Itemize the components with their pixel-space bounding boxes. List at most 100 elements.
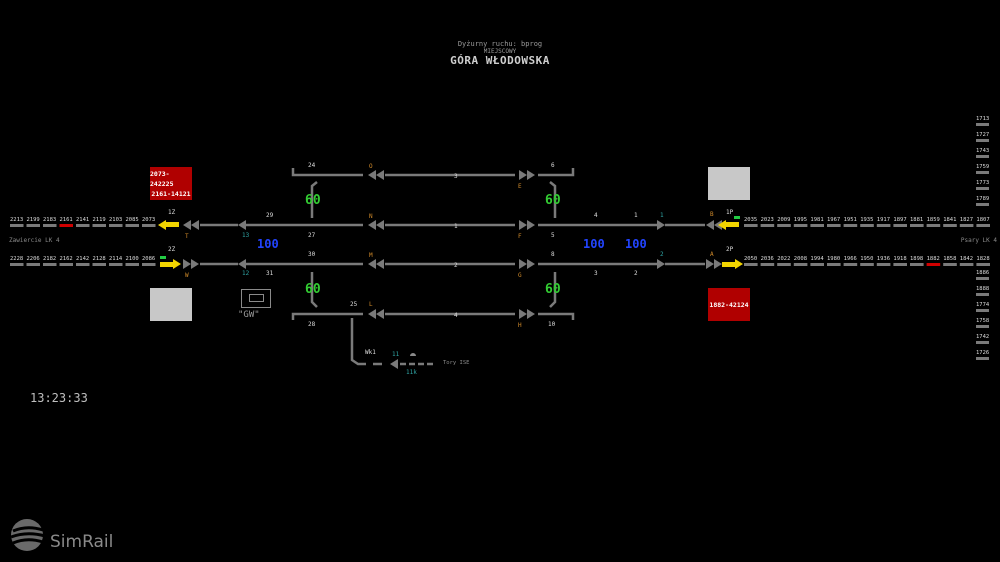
block-section[interactable]: [744, 224, 758, 227]
block-section[interactable]: [976, 171, 989, 174]
block-section[interactable]: [92, 224, 107, 227]
signal-yellow-arrow-icon[interactable]: [735, 259, 743, 269]
block-section[interactable]: [59, 224, 74, 227]
signal-green-bar[interactable]: [734, 216, 740, 219]
block-section[interactable]: [760, 224, 775, 227]
block-section[interactable]: [926, 224, 941, 227]
signal-yellow-bar[interactable]: [722, 262, 735, 267]
point-2[interactable]: 2: [634, 270, 638, 277]
block-section[interactable]: [59, 263, 74, 266]
point-28[interactable]: 28: [308, 321, 316, 328]
block-section[interactable]: [142, 263, 156, 266]
block-section[interactable]: [976, 293, 989, 296]
train-box-bottom-right[interactable]: 1882-42124: [708, 288, 750, 321]
signal-yellow-arrow-icon[interactable]: [158, 220, 166, 230]
block-section[interactable]: [976, 123, 989, 126]
empty-train-box-bottom-left[interactable]: [150, 288, 192, 321]
crossover[interactable]: [549, 272, 557, 308]
signal-12[interactable]: 12: [242, 270, 250, 277]
block-section[interactable]: [793, 224, 808, 227]
block-section[interactable]: [959, 224, 974, 227]
crossover[interactable]: [310, 272, 318, 308]
block-section[interactable]: [26, 263, 41, 266]
point-5[interactable]: 5: [551, 232, 555, 239]
block-section[interactable]: [943, 263, 957, 266]
signal-1[interactable]: 1: [660, 212, 664, 219]
block-section[interactable]: [893, 224, 907, 227]
block-section[interactable]: [125, 263, 140, 266]
siding-signal-11[interactable]: 11: [392, 351, 400, 358]
point-25[interactable]: 25: [350, 301, 358, 308]
block-section[interactable]: [10, 224, 24, 227]
block-section[interactable]: [43, 263, 57, 266]
block-section[interactable]: [876, 224, 891, 227]
block-section[interactable]: [76, 263, 90, 266]
block-section[interactable]: [810, 224, 824, 227]
point-30[interactable]: 30: [308, 251, 316, 258]
block-section[interactable]: [43, 224, 57, 227]
block-section[interactable]: [777, 224, 791, 227]
signal-13[interactable]: 13: [242, 232, 250, 239]
block-section[interactable]: [976, 155, 989, 158]
crossover[interactable]: [549, 181, 557, 218]
block-section[interactable]: [26, 224, 41, 227]
signal-yellow-bar[interactable]: [726, 222, 739, 227]
point-1[interactable]: 1: [634, 212, 638, 219]
block-section[interactable]: [976, 277, 989, 280]
point-31[interactable]: 31: [266, 270, 274, 277]
block-section[interactable]: [125, 224, 140, 227]
signal-yellow-bar[interactable]: [166, 222, 179, 227]
block-section[interactable]: [142, 224, 156, 227]
point-6[interactable]: 6: [551, 162, 555, 169]
point-4[interactable]: 4: [594, 212, 598, 219]
block-section[interactable]: [959, 263, 974, 266]
block-section[interactable]: [976, 357, 989, 360]
signal-yellow-arrow-icon[interactable]: [718, 220, 726, 230]
block-section[interactable]: [76, 224, 90, 227]
block-section[interactable]: [976, 187, 989, 190]
block-section[interactable]: [760, 263, 775, 266]
block-section[interactable]: [860, 263, 874, 266]
block-section[interactable]: [976, 139, 989, 142]
signal-2[interactable]: 2: [660, 251, 664, 258]
block-section[interactable]: [910, 263, 924, 266]
point-8[interactable]: 8: [551, 251, 555, 258]
block-section[interactable]: [976, 341, 989, 344]
block-section[interactable]: [92, 263, 107, 266]
block-section[interactable]: [893, 263, 907, 266]
track-segment[interactable]: [538, 168, 575, 177]
block-section[interactable]: [793, 263, 808, 266]
block-section[interactable]: [109, 263, 123, 266]
block-section[interactable]: [827, 224, 841, 227]
point-3[interactable]: 3: [594, 270, 598, 277]
point-27[interactable]: 27: [308, 232, 316, 239]
signal-yellow-bar[interactable]: [160, 262, 173, 267]
block-section[interactable]: [910, 224, 924, 227]
block-section[interactable]: [827, 263, 841, 266]
empty-train-box-top-right[interactable]: [708, 167, 750, 200]
signal-yellow-arrow-icon[interactable]: [173, 259, 181, 269]
block-section[interactable]: [876, 263, 891, 266]
block-section[interactable]: [976, 224, 990, 227]
block-section[interactable]: [926, 263, 941, 266]
block-section[interactable]: [976, 203, 989, 206]
block-section[interactable]: [976, 309, 989, 312]
siding-track[interactable]: [350, 318, 366, 366]
block-section[interactable]: [744, 263, 758, 266]
point-24[interactable]: 24: [308, 162, 316, 169]
block-section[interactable]: [810, 263, 824, 266]
track-segment[interactable]: [291, 168, 363, 177]
train-box-top-left[interactable]: 2073-242225 2161-14121: [150, 167, 192, 200]
crossover[interactable]: [310, 181, 318, 218]
gw-panel-icon[interactable]: [241, 289, 271, 308]
block-section[interactable]: [843, 224, 858, 227]
point-10[interactable]: 10: [548, 321, 556, 328]
track-segment[interactable]: [291, 312, 363, 320]
block-section[interactable]: [976, 263, 990, 266]
block-section[interactable]: [777, 263, 791, 266]
block-section[interactable]: [943, 224, 957, 227]
point-29[interactable]: 29: [266, 212, 274, 219]
signal-green-bar[interactable]: [160, 256, 166, 259]
block-section[interactable]: [843, 263, 858, 266]
block-section[interactable]: [10, 263, 24, 266]
